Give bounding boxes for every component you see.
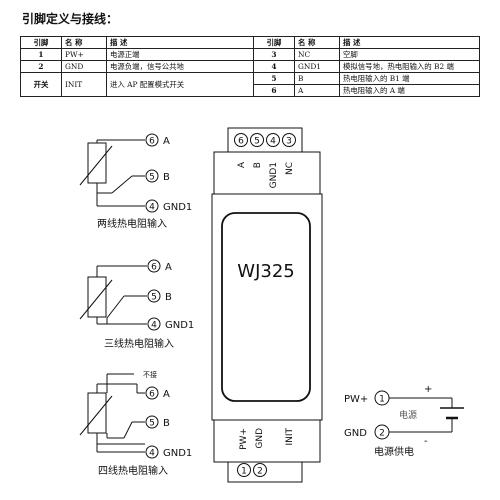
top-terminals (234, 133, 296, 147)
two-wire-circuit (79, 133, 159, 213)
top-label-a: A (237, 161, 247, 168)
cell-name-2: A (294, 84, 340, 97)
cell-desc: 进入 AP 配置模式开关 (106, 72, 254, 97)
power-circuit (374, 390, 464, 440)
power-plus-sign: + (424, 384, 432, 395)
top-label-b: B (253, 162, 263, 168)
two-wire-label-b: B (163, 172, 170, 183)
bottom-pin-1: 1 (241, 467, 247, 477)
power-label-pw: PW+ (344, 394, 368, 405)
three-wire-label-b: B (165, 292, 172, 303)
three-wire-label-a: A (165, 262, 172, 273)
top-pin-6: 6 (238, 137, 244, 147)
bottom-terminals (237, 463, 267, 477)
cell-pin-2: 6 (253, 84, 295, 97)
four-wire-circuit (79, 373, 159, 459)
power-minus-sign: - (424, 436, 428, 447)
two-wire-caption: 两线热电阻输入 (97, 217, 167, 230)
bottom-label-pw: PW+ (239, 428, 249, 450)
four-wire-pin-5: 5 (149, 419, 155, 429)
module-body (211, 127, 323, 483)
top-label-nc: NC (285, 162, 295, 175)
four-wire-pin-4: 4 (149, 449, 155, 459)
four-wire-label-a: A (163, 389, 170, 400)
model-name: WJ325 (237, 261, 294, 282)
three-wire-pin-5: 5 (151, 293, 157, 303)
top-pin-4: 4 (270, 137, 276, 147)
cell-name: INIT (61, 72, 107, 97)
power-pin-2: 2 (379, 429, 385, 439)
bottom-label-init: INIT (285, 428, 295, 446)
table-row: 1 PW+ 电源正端 3 NC 空脚 (20, 48, 480, 61)
bottom-label-gnd: GND (255, 428, 265, 449)
three-wire-label-gnd1: GND1 (165, 320, 194, 331)
table-row: 2 GND 电源负端，信号公共地 4 GND1 模拟信号地，热电阻输入的 B2 … (20, 60, 480, 73)
cell-desc-2: 热电阻输入的 A 端 (339, 84, 480, 97)
cell-pin: 开关 (20, 72, 62, 97)
top-label-gnd1: GND1 (269, 162, 279, 188)
three-wire-pin-6: 6 (151, 263, 157, 273)
top-pin-5: 5 (254, 137, 260, 147)
top-pin-3: 3 (286, 137, 292, 147)
table-row: 开关 INIT 进入 AP 配置模式开关 5 B 热电阻输入的 B1 端 (20, 72, 480, 97)
pin-definition-table: 引脚 名 称 描 述 引脚 名 称 描 述 1 PW+ 电源正端 3 NC 空脚… (20, 36, 480, 97)
two-wire-label-gnd1: GND1 (163, 202, 192, 213)
four-wire-label-gnd1: GND1 (163, 448, 192, 459)
power-pin-1: 1 (379, 395, 385, 405)
power-label-gnd: GND (344, 428, 367, 439)
four-wire-pin-6: 6 (149, 390, 155, 400)
two-wire-pin-4: 4 (149, 203, 155, 213)
three-wire-caption: 三线热电阻输入 (104, 337, 174, 350)
table-row: 6 A 热电阻输入的 A 端 (21, 84, 480, 97)
two-wire-pin-5: 5 (149, 173, 155, 183)
section-heading: 引脚定义与接线： (22, 12, 119, 26)
three-wire-pin-4: 4 (151, 321, 157, 331)
power-caption: 电源供电 (374, 445, 414, 458)
three-wire-circuit (79, 259, 161, 331)
two-wire-label-a: A (163, 136, 170, 147)
bottom-pin-2: 2 (257, 467, 263, 477)
four-wire-caption: 四线热电阻输入 (98, 464, 168, 477)
two-wire-pin-6: 6 (149, 137, 155, 147)
power-source-label: 电源 (399, 409, 417, 421)
four-wire-label-b: B (163, 418, 170, 429)
four-wire-note: 不接 (143, 370, 157, 379)
